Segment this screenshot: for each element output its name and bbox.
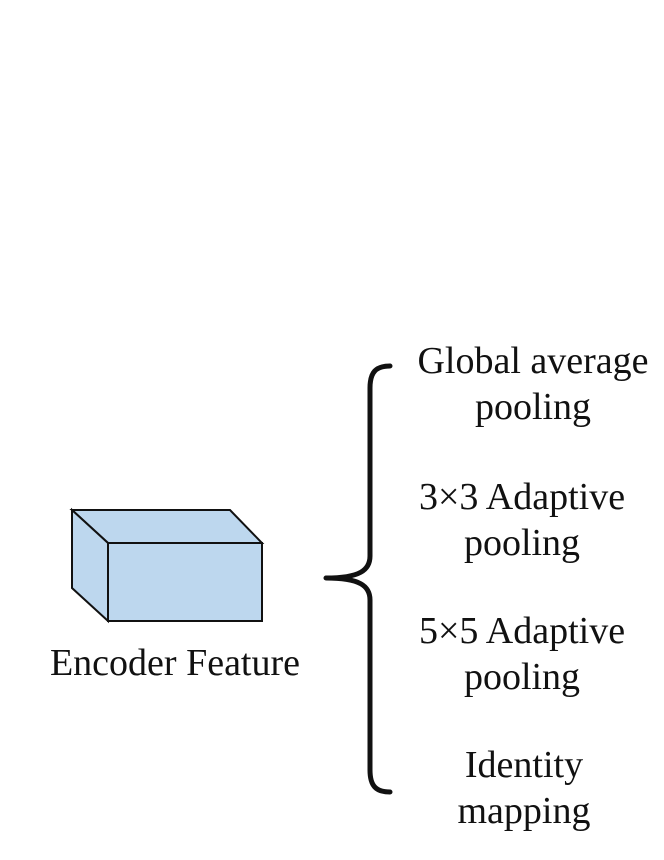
curly-brace-icon xyxy=(323,363,393,795)
option-identity-mapping: Identity mapping xyxy=(410,742,638,834)
cube-front-face xyxy=(107,542,263,622)
option-line2: pooling xyxy=(463,656,581,698)
option-line2: pooling xyxy=(463,522,581,564)
option-line2: pooling xyxy=(474,386,592,428)
option-line1: 5×5 Adaptive xyxy=(418,610,626,652)
option-line2: mapping xyxy=(457,790,591,832)
option-line1: Global average xyxy=(417,340,649,382)
option-line1: Identity xyxy=(464,744,584,786)
encoder-feature-label: Encoder Feature xyxy=(20,640,330,686)
option-5x5-adaptive-pooling: 5×5 Adaptive pooling xyxy=(398,608,646,700)
encoder-feature-cube-icon xyxy=(69,507,265,624)
option-line1: 3×3 Adaptive xyxy=(418,476,626,518)
option-global-average-pooling: Global average pooling xyxy=(405,338,661,430)
encoder-feature-text: Encoder Feature xyxy=(49,642,301,684)
option-3x3-adaptive-pooling: 3×3 Adaptive pooling xyxy=(398,474,646,566)
